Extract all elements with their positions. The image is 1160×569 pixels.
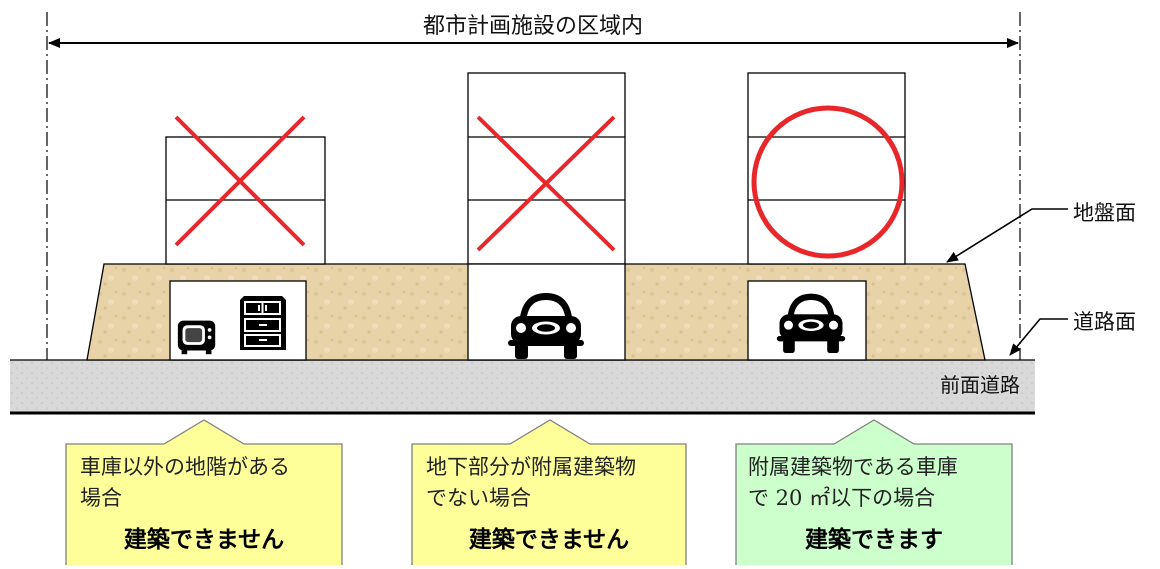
front-road xyxy=(10,360,1035,412)
building-other-basement xyxy=(165,115,326,361)
planning-zone-label: 都市計画施設の区域内 xyxy=(422,14,643,39)
callout-1-text: 車庫以外の地階がある 場合 xyxy=(80,455,290,510)
cabinet-icon xyxy=(239,295,287,351)
callout-3-text: 附属建築物である車庫 で 20 ㎡以下の場合 xyxy=(748,455,958,510)
callout-box-2 xyxy=(411,419,687,569)
callout-2-text: 地下部分が附属建築物 でない場合 xyxy=(426,455,636,510)
road-level-label: 道路面 xyxy=(1073,310,1136,334)
building-accessory-garage xyxy=(747,72,906,361)
callout-box-3 xyxy=(735,419,1013,569)
callout-3-verdict: 建築できます xyxy=(805,527,943,553)
ground-level-label: 地盤面 xyxy=(1073,201,1136,225)
front-road-label: 前面道路 xyxy=(940,373,1020,397)
callout-box-1 xyxy=(65,419,343,569)
callout-1-verdict: 建築できません xyxy=(123,527,285,553)
cross-mark xyxy=(476,115,616,252)
road-level-label-leader xyxy=(1009,318,1068,356)
callout-2-verdict: 建築できません xyxy=(468,527,630,553)
building-non-accessory-garage xyxy=(467,72,626,361)
tv-icon xyxy=(177,320,216,355)
circle-mark xyxy=(751,105,905,259)
ground-label-leader xyxy=(946,208,1068,263)
cross-mark xyxy=(174,115,306,247)
